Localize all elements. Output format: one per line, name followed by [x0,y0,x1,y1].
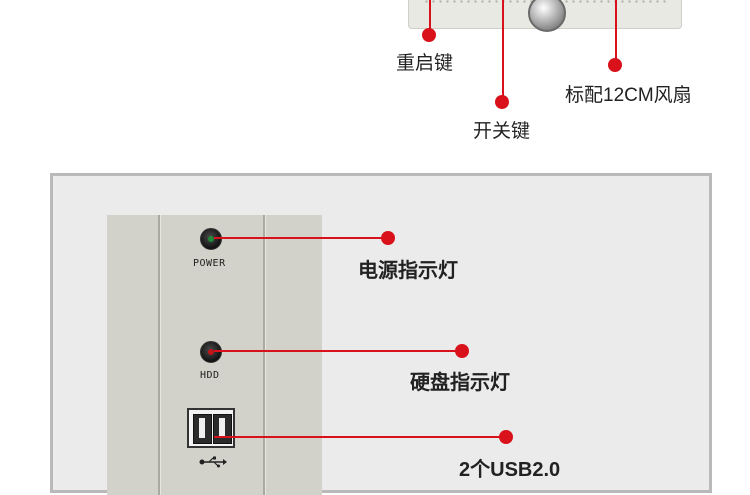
fan-leader-line [615,0,617,62]
hdd-leader-line [214,350,462,352]
usb-ports [187,408,235,448]
usb-icon [199,455,227,468]
panel-groove-left [158,215,160,495]
usb-leader-line [214,436,506,438]
reset-button-label: 重启键 [396,53,454,74]
usb-callout-dot [499,430,513,444]
power-callout-dot [381,231,395,245]
hdd-silkscreen: HDD [200,370,220,381]
power-silkscreen: POWER [193,258,226,269]
fan-callout-dot [608,58,622,72]
reset-callout-dot [422,28,436,42]
usb-port-2 [213,414,232,444]
hdd-led-label: 硬盘指示灯 [410,372,510,394]
power-led-label: 电源指示灯 [358,260,458,282]
hdd-callout-dot [455,344,469,358]
power-switch-knob [528,0,566,32]
usb-label: 2个USB2.0 [459,459,561,481]
usb-port-1 [193,414,212,444]
fan-label: 标配12CM风扇 [565,85,692,106]
hdd-led [200,341,222,363]
panel-groove-right [263,215,265,495]
switch-callout-dot [495,95,509,109]
power-switch-label: 开关键 [473,121,531,142]
power-leader-line [214,237,388,239]
power-led [200,228,222,250]
switch-leader-line [502,0,504,96]
reset-leader-line [429,0,431,34]
